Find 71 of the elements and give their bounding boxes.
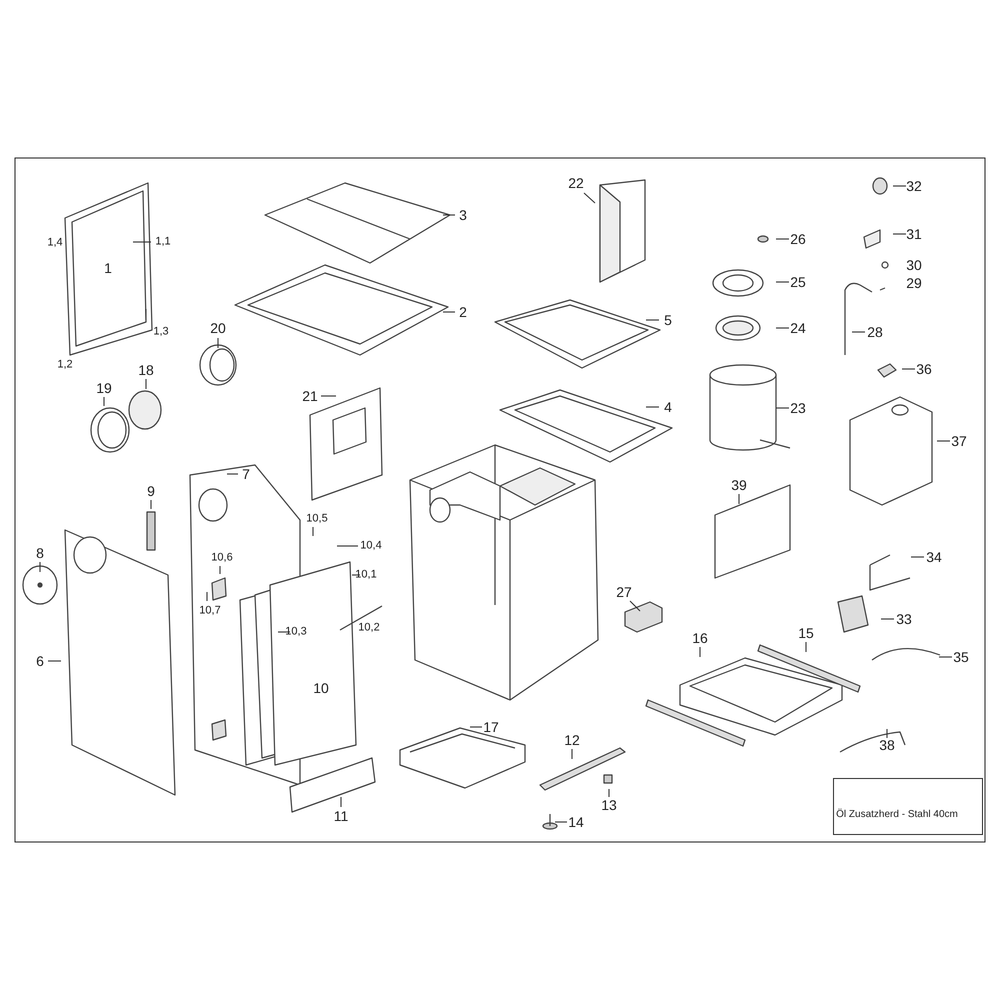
callout-number: 10,1 (355, 570, 377, 580)
callout-number: 29 (906, 276, 922, 290)
callout-number: 34 (926, 550, 942, 564)
callout-number: 15 (798, 626, 814, 640)
callout-number: 13 (601, 798, 617, 812)
callout-number: 33 (896, 612, 912, 626)
callout-number: 37 (951, 434, 967, 448)
callout-number: 26 (790, 232, 806, 246)
callout-number: 10,3 (285, 626, 307, 638)
callout-number: 28 (867, 325, 883, 339)
callout-number: 10 (313, 681, 329, 695)
callout-number: 5 (664, 313, 672, 327)
callout-number: 4 (664, 400, 672, 414)
callout-number: 1,1 (155, 236, 171, 248)
callout-number: 10,4 (360, 540, 382, 552)
callout-number: 32 (906, 179, 922, 193)
leader-line (206, 592, 208, 602)
leader-line (630, 600, 640, 612)
callout-number: 16 (692, 631, 708, 645)
callout-number: 6 (36, 654, 44, 668)
leader-line (608, 788, 610, 798)
callout-number: 36 (916, 362, 932, 376)
callout-number: 10,6 (211, 552, 233, 564)
callout-number: 2 (459, 305, 467, 319)
leader-line (738, 494, 740, 504)
leader-line (886, 728, 888, 738)
callout-number: 1 (104, 261, 112, 275)
leader-line (936, 440, 950, 442)
callout-number: 31 (906, 227, 922, 241)
callout-number: 12 (564, 733, 580, 747)
leader-line (48, 660, 62, 662)
callout-number: 23 (790, 401, 806, 415)
callout-number: 39 (731, 478, 747, 492)
callout-number: 1,2 (57, 360, 73, 370)
leader-line (340, 796, 342, 808)
leader-line (880, 618, 894, 620)
callout-number: 1,4 (47, 238, 63, 248)
callout-number: 35 (953, 650, 969, 664)
callout-number: 9 (147, 484, 155, 498)
callout-number: 24 (790, 321, 806, 335)
callout-number: 27 (616, 585, 632, 599)
callout-number: 25 (790, 275, 806, 289)
callout-number: 18 (138, 363, 154, 377)
callout-number: 11 (334, 809, 348, 823)
leader-line (938, 656, 952, 658)
leader-line (470, 726, 482, 728)
callout-number: 7 (242, 467, 250, 481)
callout-number: 19 (96, 381, 112, 395)
product-description: Öl Zusatzherd - Stahl 40cm (836, 810, 958, 820)
callout-number: 1,3 (153, 326, 169, 338)
leader-line (150, 500, 152, 510)
leader-line (312, 526, 314, 536)
callout-number: 3 (459, 208, 467, 222)
callout-number: 38 (879, 738, 895, 752)
leader-line (910, 556, 924, 558)
leader-line (584, 192, 596, 204)
leader-line (646, 406, 660, 408)
callout-number: 14 (568, 815, 584, 829)
leader-line (442, 214, 456, 216)
callout-number: 17 (483, 720, 499, 734)
leader-line (902, 368, 916, 370)
callout-number: 30 (906, 258, 922, 272)
callout-number: 10,5 (306, 514, 328, 524)
callout-number: 21 (302, 389, 318, 403)
callout-number: 10,7 (199, 606, 221, 616)
leader-line (776, 238, 790, 240)
leader-line (352, 574, 360, 576)
callout-number: 22 (568, 176, 584, 190)
callout-number: 10,2 (358, 622, 380, 634)
callout-number: 20 (210, 321, 226, 335)
callout-number: 8 (36, 546, 44, 560)
